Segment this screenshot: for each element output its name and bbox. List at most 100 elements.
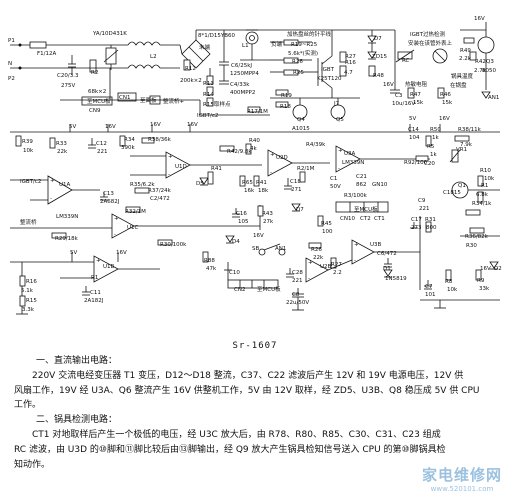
component-label: 104	[409, 135, 420, 141]
component-label: 22u/50V	[286, 300, 309, 306]
component-label: 16V	[150, 122, 161, 128]
component-label: R4/39k	[306, 142, 326, 148]
component-label: C3	[395, 93, 403, 99]
component-label: YA/10D431K	[92, 31, 127, 37]
component-label: 273	[411, 225, 422, 231]
component-label: 16V	[116, 250, 127, 256]
component-label: R45	[321, 221, 332, 227]
component-label: R33	[56, 141, 67, 147]
component-label: R26	[311, 247, 322, 253]
svg-text:+: +	[168, 154, 173, 160]
component-label: 221	[97, 149, 108, 155]
component-label: 15k	[413, 100, 424, 106]
section-heading: 一、直流输出电路：	[36, 356, 118, 366]
power-input-section	[10, 22, 495, 120]
component-label: R27	[345, 54, 356, 60]
component-label: 16V	[474, 16, 485, 22]
component-label: 10u/16V	[392, 101, 415, 107]
paragraph-line: 工作。	[14, 400, 42, 411]
component-label: 加热盘丝的针平线	[287, 30, 332, 38]
component-label: R16	[26, 279, 37, 285]
component-label: R41	[256, 180, 267, 186]
component-label: 16V	[105, 124, 116, 130]
component-label: 热敏电阻	[405, 80, 428, 88]
component-label: R40	[249, 138, 260, 144]
component-label: C2/472	[150, 196, 170, 202]
component-label: U3A	[344, 151, 356, 157]
component-label: RC	[402, 58, 410, 64]
component-label: 5.1k	[21, 288, 34, 294]
component-label: 2A682J	[100, 199, 120, 205]
component-label: P1	[8, 38, 15, 44]
component-label: K25T120	[317, 76, 342, 82]
component-label: 2A182J	[84, 298, 104, 304]
component-label: D7	[296, 207, 304, 213]
component-label: Q4	[297, 117, 305, 123]
component-label: 16V	[480, 266, 491, 272]
svg-text:-: -	[308, 276, 310, 282]
component-label: R19	[281, 93, 292, 99]
component-label: C16	[236, 211, 247, 217]
component-label: J7	[333, 101, 340, 107]
svg-text:+: +	[114, 216, 119, 222]
component-label: 1k	[430, 152, 437, 158]
component-label: R26	[292, 59, 303, 65]
component-label: 100	[322, 229, 333, 235]
figure-caption: Sr-1607	[232, 341, 278, 351]
component-label: C7	[425, 284, 433, 290]
component-label: C1815	[443, 190, 461, 196]
component-label: 5V	[409, 116, 416, 122]
component-label: CT2	[360, 216, 371, 222]
component-label: R41	[211, 166, 222, 172]
component-label: 800	[426, 225, 437, 231]
component-label: C4/33k	[230, 82, 250, 88]
component-label: F1/12A	[37, 51, 57, 57]
circuit-schematic: +- +- +- +-	[8, 16, 502, 315]
component-label: R13	[203, 81, 214, 87]
component-label: CN2	[234, 287, 245, 293]
component-label: N	[8, 61, 12, 67]
description-text: 一、直流输出电路：220V 交流电经变压器 T1 变压，D12～D18 整流，C…	[14, 354, 500, 472]
component-label: R2	[91, 70, 98, 76]
component-label: D5	[196, 181, 204, 187]
component-label: R2/1M	[297, 166, 315, 172]
component-label: CN9	[89, 108, 101, 114]
component-label: 8*1/D15YB60	[198, 33, 235, 39]
component-label: VR1	[456, 147, 467, 153]
paragraph-line: CT1 对地取样后产生一个极低的电压，经 U3C 放大后，由 R78、R80、R…	[32, 429, 441, 440]
svg-text:+: +	[354, 242, 359, 248]
component-label: 5V	[70, 250, 77, 256]
paragraph-line: 风扇工作，19V 经 U3A、Q6 整流产生 16V 供整机工作，5V 由 12…	[14, 385, 480, 396]
component-label: 271	[291, 187, 302, 193]
component-label: 50V	[330, 184, 341, 190]
comparator-section: +- +- +- +-	[10, 124, 500, 263]
component-label: D4	[232, 239, 240, 245]
component-label: R37/24k	[148, 188, 172, 194]
paragraph-line: 知动作。	[14, 459, 51, 470]
component-label: C6/25kJ	[231, 63, 252, 69]
component-label: Q1	[458, 183, 466, 189]
component-label: U2B	[320, 264, 332, 270]
component-label: R18	[280, 104, 291, 110]
component-label: R19~R25	[291, 42, 318, 48]
svg-text:-: -	[168, 172, 170, 178]
component-label: 取样点	[214, 100, 231, 108]
svg-text:+: +	[308, 260, 313, 266]
component-label: D7	[374, 36, 382, 42]
component-label: C1	[330, 176, 337, 182]
component-label: R48	[373, 73, 384, 79]
component-label: 3.3k	[22, 307, 35, 313]
component-label: 16V	[383, 82, 394, 88]
component-label: 8050	[482, 68, 496, 74]
component-label: R38/36k	[148, 137, 172, 143]
component-label: 22k	[57, 149, 68, 155]
component-label: 2.2k	[459, 56, 472, 62]
component-label: Q5	[336, 117, 344, 123]
component-label: R30/100k	[160, 242, 187, 248]
component-label: 18k	[258, 188, 269, 194]
component-label: R34	[124, 137, 135, 143]
component-label: R88	[204, 258, 215, 264]
component-label: 400MPP2	[230, 90, 255, 96]
component-label: C11	[90, 290, 101, 296]
component-label: 1k	[432, 135, 439, 141]
